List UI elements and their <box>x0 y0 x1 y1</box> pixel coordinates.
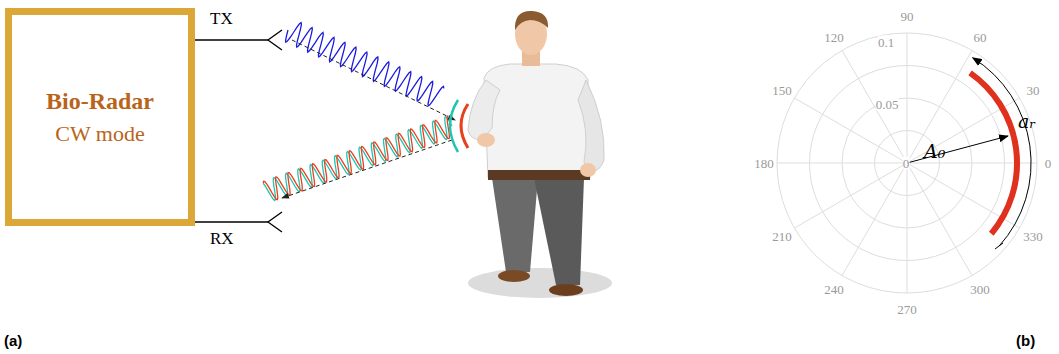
box-subtitle: CW mode <box>55 121 144 147</box>
vector-label: A₀ <box>924 142 945 161</box>
angle-label: 30 <box>1027 84 1040 97</box>
tx-antenna <box>268 30 282 50</box>
hair <box>515 11 548 30</box>
angle-label: 60 <box>974 31 987 44</box>
signal-arc <box>970 73 1017 234</box>
belt <box>488 170 590 180</box>
radius-label: 0 <box>903 157 910 170</box>
grid-ring <box>777 33 1037 293</box>
angle-label: 150 <box>772 84 792 97</box>
angle-label: 300 <box>970 283 990 296</box>
polar-grid <box>777 33 1037 293</box>
person-figure <box>468 11 612 298</box>
reflection-arc <box>461 104 468 148</box>
leg <box>492 178 538 272</box>
angle-label: 330 <box>1023 230 1043 243</box>
shirt <box>484 64 590 178</box>
angle-label: 180 <box>754 157 774 170</box>
dashed-arrow <box>292 40 455 120</box>
transmit-wave <box>286 23 444 106</box>
hand <box>580 163 596 177</box>
radius-label: 0.1 <box>878 36 894 49</box>
rx-wire <box>195 221 268 222</box>
antenna-wires <box>195 30 282 232</box>
dashed-arrow <box>282 140 452 198</box>
angle-label: 270 <box>897 303 917 316</box>
rx-antenna <box>268 212 282 232</box>
angle-label: 90 <box>901 10 914 23</box>
radius-label: 0.05 <box>876 98 899 111</box>
box-title: Bio-Radar <box>46 88 154 115</box>
shoe <box>549 284 583 296</box>
panel-label: (b) <box>1016 333 1035 348</box>
vector-label: aᵣ <box>1018 112 1036 131</box>
leg <box>534 178 584 285</box>
arm <box>578 80 604 172</box>
ar-arrow <box>973 58 1031 246</box>
port-label: TX <box>210 10 233 27</box>
tx-wire <box>195 39 268 40</box>
angle-label: 120 <box>824 31 844 44</box>
angle-label: 240 <box>824 283 844 296</box>
arrow-tail <box>995 243 1003 249</box>
angle-label: 210 <box>772 230 792 243</box>
port-label: RX <box>210 230 234 247</box>
return-wave <box>263 117 452 201</box>
shoe <box>498 270 530 282</box>
return-wave <box>263 116 449 200</box>
grid-spoke <box>794 98 1019 228</box>
hand <box>477 133 495 147</box>
reflection-arc <box>450 100 458 152</box>
radar-box: Bio-Radar CW mode <box>5 8 195 226</box>
panel-label: (a) <box>4 333 22 348</box>
angle-label: 0 <box>1045 157 1052 170</box>
arm <box>468 80 500 140</box>
shadow <box>468 268 612 298</box>
a0-vector <box>907 136 1008 163</box>
grid-spoke <box>842 50 972 275</box>
